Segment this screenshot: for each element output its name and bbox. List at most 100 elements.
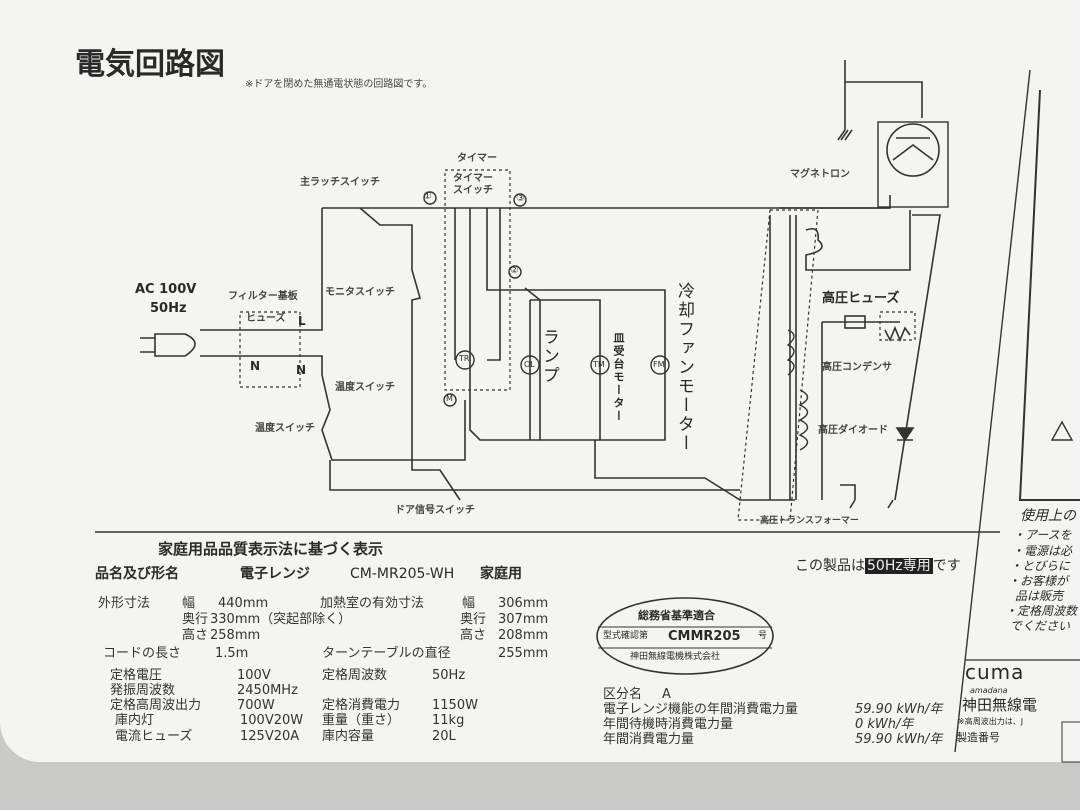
caution-bullet: ・お客様が [1008, 574, 1069, 588]
spec-value: 50Hz [432, 668, 466, 683]
energy-label: 年間消費電力量 [603, 732, 695, 747]
energy-category: A [662, 687, 671, 702]
width-value: 440mm [218, 596, 269, 611]
hv-diode-symbol [895, 427, 915, 442]
caution-title: 使用上の [1020, 508, 1076, 524]
fm-label: FM [653, 360, 665, 369]
cavity-width-label: 幅 [462, 596, 476, 611]
product-use: 家庭用 [480, 566, 522, 582]
hv-diode-label: 高圧ダイオード [818, 425, 888, 436]
magnetron-tube [886, 123, 940, 177]
line-l-label: L [298, 314, 306, 328]
neutral-n-label-2: N [296, 363, 307, 377]
spec-value: 100V20W [240, 713, 304, 728]
spec-value: 2450MHz [237, 683, 298, 698]
spec-label: 重量（重さ） [322, 713, 401, 728]
brand-logo: cuma [965, 660, 1025, 684]
tr-label: TR [459, 354, 470, 363]
width-label: 幅 [182, 596, 196, 611]
spec-label: 定格高周波出力 [110, 698, 202, 713]
motor-symbols [423, 191, 670, 407]
fuse-label: ヒューズ [246, 313, 286, 324]
notice-suffix: です [932, 558, 961, 574]
monitor-switch-label: モニタスイッチ [325, 287, 395, 298]
spec-label: 定格周波数 [322, 668, 388, 683]
cavity-height-label: 高さ [460, 628, 487, 643]
hv-fuse-symbol [844, 315, 866, 329]
energy-category-label: 区分名 [603, 687, 643, 702]
seal-top: 総務省基準適合 [638, 609, 715, 622]
cooling-fan-motor-label: 冷却ファンモーター [674, 282, 694, 453]
spec-value: 100V [237, 668, 271, 683]
notice-prefix: この製品は [795, 558, 865, 574]
components [140, 121, 949, 451]
panel-divider [954, 69, 1031, 753]
model-number: CM-MR205-WH [350, 566, 455, 582]
product-label: 品名及び形名 [95, 566, 179, 582]
spec-value: 700W [237, 698, 275, 713]
diagram-title: 電気回路図 [75, 47, 225, 82]
caution-bullet: ・電源は必 [1012, 544, 1073, 558]
cord-value: 1.5m [215, 646, 249, 661]
turntable-label: ターンテーブルの直径 [322, 646, 451, 661]
energy-label: 年間待機時消費電力量 [603, 717, 734, 732]
footnote: ※高周波出力は、J [958, 717, 1024, 726]
main-latch-switch-label: 主ラッチスイッチ [300, 177, 380, 188]
depth-label: 奥行 [182, 612, 209, 627]
seal-bottom: 神田無線電機株式会社 [630, 652, 721, 662]
turntable-value: 255mm [498, 646, 549, 661]
specs-heading: 家庭用品品質表示法に基づく表示 [158, 540, 384, 558]
cavity-label: 加熱室の有効寸法 [320, 596, 425, 611]
energy-label: 電子レンジ機能の年間消費電力量 [603, 702, 799, 717]
outer-dims-label: 外形寸法 [98, 596, 151, 611]
cord-label: コードの長さ [103, 646, 182, 661]
cavity-width: 306mm [498, 596, 549, 611]
neutral-n-label: N [250, 359, 261, 373]
turntable-motor-label: 皿受台モーター [612, 332, 625, 423]
serial-label: 製造番号 [956, 731, 1000, 744]
seal-code: CMMR205 [668, 629, 741, 644]
height-value: 258mm [210, 628, 261, 643]
caution-bullet: ・とびらに [1010, 559, 1071, 573]
door-signal-switch-label: ドア信号スイッチ [395, 505, 475, 516]
ol-label: OL [524, 360, 535, 369]
spec-label: 庫内灯 [115, 713, 155, 728]
brand-sub: amadana [970, 686, 1008, 695]
spec-label: 定格消費電力 [322, 698, 401, 713]
spec-label: 電流ヒューズ [115, 729, 193, 744]
tm-label: TM [593, 360, 605, 369]
spec-value: 1150W [432, 698, 478, 713]
temp-switch-label-1: 温度スイッチ [335, 382, 395, 393]
magnetron-label: マグネトロン [790, 169, 850, 180]
ac-frequency-label: 50Hz [150, 301, 187, 316]
spec-label: 定格電圧 [110, 668, 163, 683]
temp-switch-label-2: 温度スイッチ [255, 423, 315, 434]
seal-middle-suffix: 号 [758, 631, 768, 641]
dashed-boxes [239, 169, 916, 521]
energy-value: 59.90 kWh/年 [855, 702, 943, 717]
seal-middle-prefix: 型式確認第 [603, 631, 649, 641]
hv-fuse-label: 高圧ヒューズ [822, 291, 900, 306]
maker-name: 神田無線電 [962, 696, 1038, 714]
cavity-height: 208mm [498, 628, 549, 643]
certification-seal [596, 597, 774, 675]
warning-triangle-icon [1050, 420, 1074, 441]
power-plug-icon [140, 333, 196, 357]
hv-transformer-label: 高圧トランスフォーマー [760, 516, 859, 526]
warning-box [1018, 89, 1080, 501]
energy-value: 59.90 kWh/年 [855, 732, 943, 747]
ac-voltage-label: AC 100V [135, 282, 197, 297]
terminal-3: ③ [516, 193, 525, 204]
hv-capacitor-label: 高圧コンデンサ [822, 362, 892, 373]
timer-switch-label: タイマースイッチ [453, 173, 493, 196]
hv-capacitor-symbol [884, 325, 911, 343]
spec-value: 125V20A [240, 729, 300, 744]
energy-value: 0 kWh/年 [855, 717, 914, 732]
terminal-1: ① [423, 191, 432, 202]
terminal-m: M [446, 394, 453, 403]
depth-value: 330mm（突起部除く） [210, 612, 352, 627]
terminal-2: ② [510, 265, 519, 276]
caution-bullet: でください [1010, 619, 1071, 633]
